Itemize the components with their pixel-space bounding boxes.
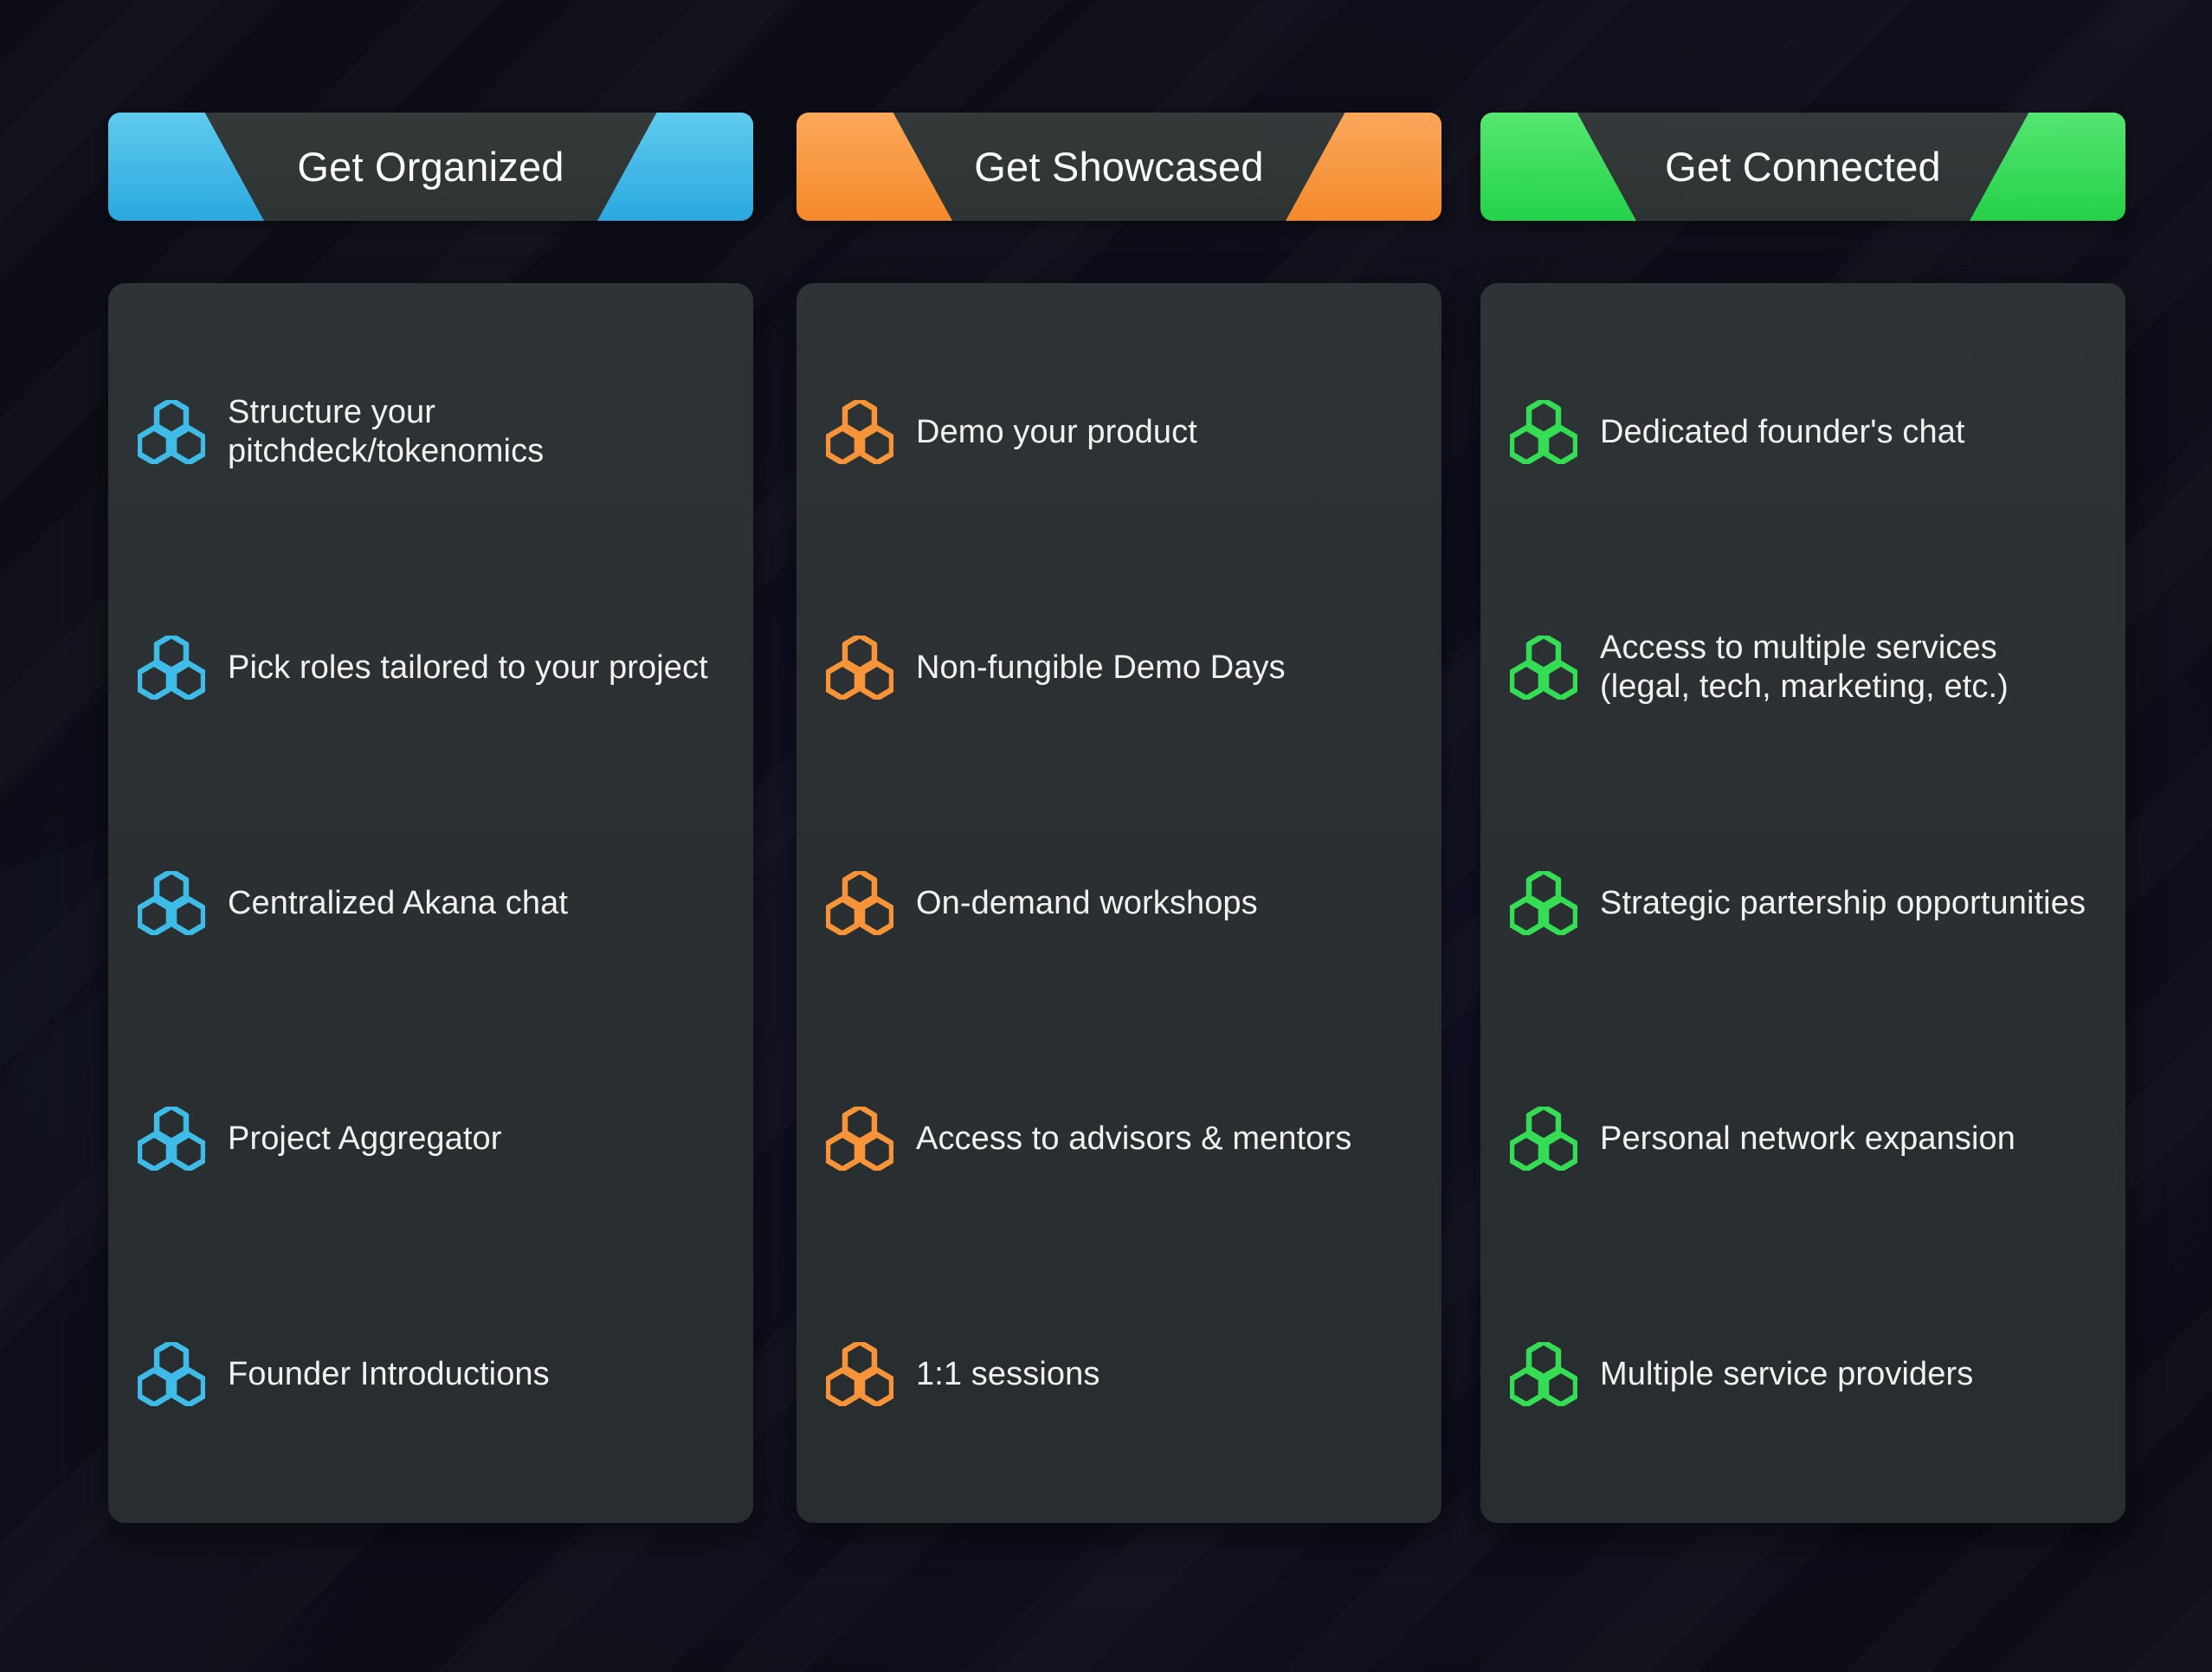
hexagon-cluster-icon: [1510, 871, 1577, 935]
banner-get-organized[interactable]: Get Organized: [108, 113, 753, 221]
hexagon-cluster-icon: [826, 871, 893, 935]
feature-label: Dedicated founder's chat: [1600, 413, 1965, 450]
banner-accent-cap-right: [1970, 113, 2125, 221]
feature-item[interactable]: Access to multiple services (legal, tech…: [1510, 620, 2096, 715]
feature-item[interactable]: Multiple service providers: [1510, 1327, 2096, 1422]
feature-label: Founder Introductions: [228, 1355, 550, 1392]
feature-item[interactable]: On-demand workshops: [826, 855, 1412, 951]
feature-label: Pick roles tailored to your project: [228, 649, 708, 686]
hexagon-cluster-icon: [826, 1107, 893, 1171]
banner-get-connected[interactable]: Get Connected: [1480, 113, 2125, 221]
hexagon-cluster-icon: [1510, 1342, 1577, 1406]
feature-label: On-demand workshops: [916, 884, 1258, 921]
feature-item[interactable]: Project Aggregator: [138, 1091, 724, 1186]
feature-item[interactable]: Pick roles tailored to your project: [138, 620, 724, 715]
hexagon-cluster-icon: [138, 1342, 205, 1406]
banner-accent-cap-left: [1480, 113, 1636, 221]
banner-title: Get Connected: [1665, 144, 1941, 190]
feature-label: Personal network expansion: [1600, 1120, 2015, 1157]
hexagon-cluster-icon: [826, 1342, 893, 1406]
feature-item[interactable]: Demo your product: [826, 384, 1412, 480]
feature-item[interactable]: Strategic partership opportunities: [1510, 855, 2096, 951]
banner-title: Get Showcased: [974, 144, 1264, 190]
hexagon-cluster-icon: [138, 871, 205, 935]
banner-accent-cap-left: [796, 113, 952, 221]
hexagon-cluster-icon: [1510, 400, 1577, 464]
feature-item[interactable]: Non-fungible Demo Days: [826, 620, 1412, 715]
feature-item[interactable]: Access to advisors & mentors: [826, 1091, 1412, 1186]
hexagon-cluster-icon: [826, 636, 893, 700]
feature-item[interactable]: Founder Introductions: [138, 1327, 724, 1422]
feature-label: Project Aggregator: [228, 1120, 502, 1157]
hexagon-cluster-icon: [138, 400, 205, 464]
banner-get-showcased[interactable]: Get Showcased: [796, 113, 1441, 221]
banner-accent-cap-left: [108, 113, 264, 221]
feature-item[interactable]: Dedicated founder's chat: [1510, 384, 2096, 480]
banner-title: Get Organized: [297, 144, 564, 190]
feature-label: Centralized Akana chat: [228, 884, 568, 921]
hexagon-cluster-icon: [826, 400, 893, 464]
hexagon-cluster-icon: [1510, 636, 1577, 700]
feature-label: 1:1 sessions: [916, 1355, 1100, 1392]
hexagon-cluster-icon: [138, 1107, 205, 1171]
hexagon-cluster-icon: [1510, 1107, 1577, 1171]
feature-item[interactable]: Personal network expansion: [1510, 1091, 2096, 1186]
feature-item[interactable]: Structure your pitchdeck/tokenomics: [138, 384, 724, 480]
feature-item[interactable]: 1:1 sessions: [826, 1327, 1412, 1422]
feature-label: Multiple service providers: [1600, 1355, 1974, 1392]
feature-label: Structure your pitchdeck/tokenomics: [228, 394, 545, 469]
feature-label: Strategic partership opportunities: [1600, 884, 2086, 921]
banner-accent-cap-right: [1286, 113, 1441, 221]
feature-label: Non-fungible Demo Days: [916, 649, 1286, 686]
hexagon-cluster-icon: [138, 636, 205, 700]
feature-label: Demo your product: [916, 413, 1197, 450]
feature-label: Access to advisors & mentors: [916, 1120, 1352, 1157]
banner-accent-cap-right: [597, 113, 753, 221]
feature-item[interactable]: Centralized Akana chat: [138, 855, 724, 951]
feature-label: Access to multiple services (legal, tech…: [1600, 629, 2009, 705]
